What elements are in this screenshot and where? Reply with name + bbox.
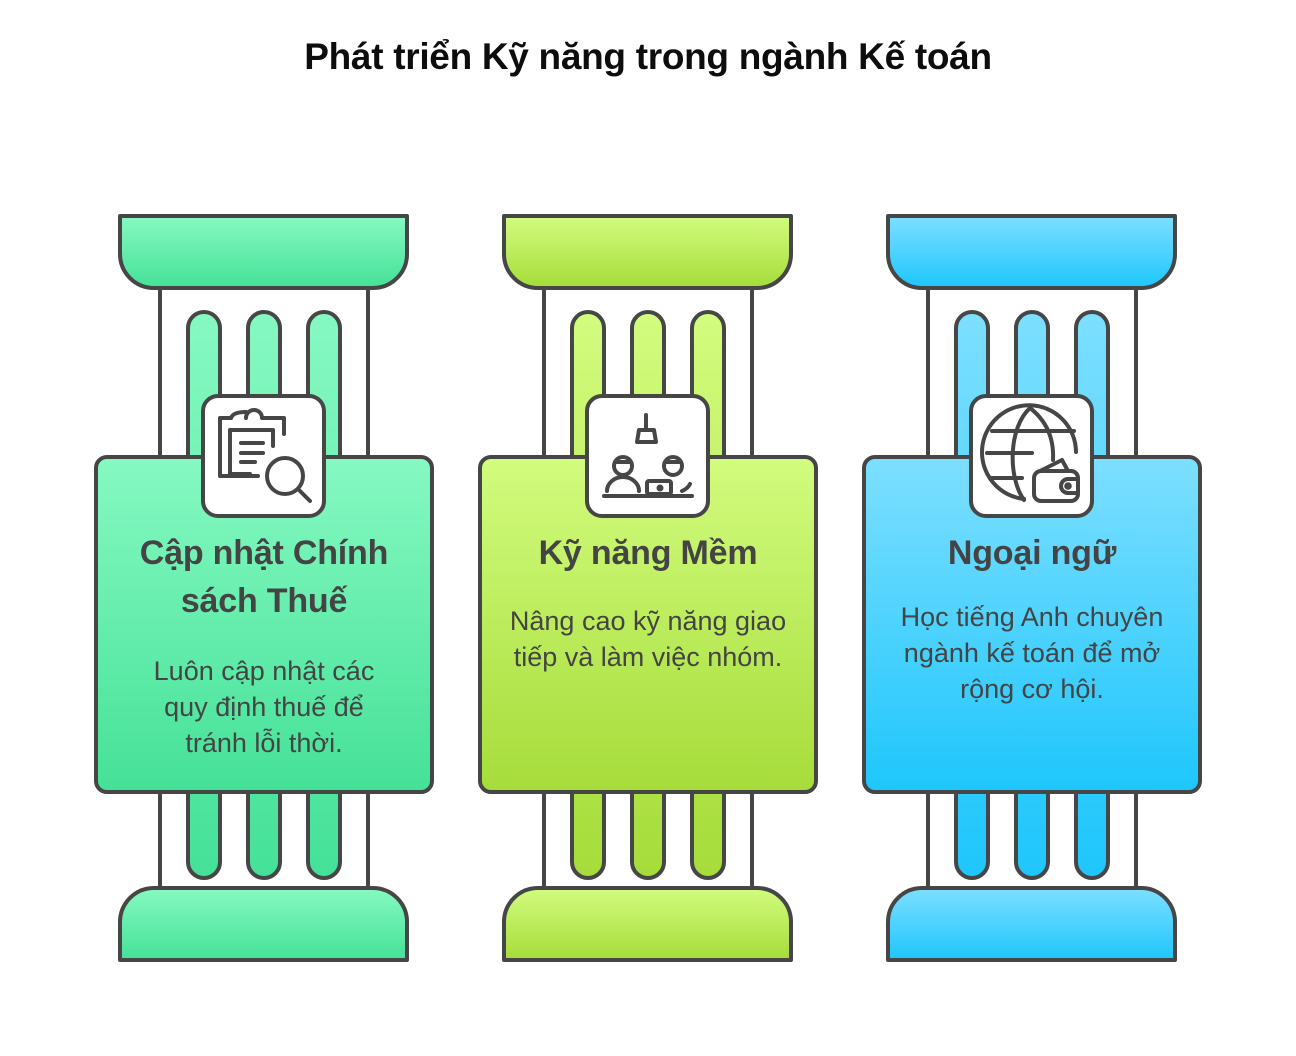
team-meeting-icon: [602, 413, 694, 498]
pillar-card-tax-policy: Cập nhật Chính sách Thuế Luôn cập nhật c…: [114, 529, 414, 761]
pillar-description: Nâng cao kỹ năng giao tiếp và làm việc n…: [509, 606, 787, 672]
page-title: Phát triển Kỹ năng trong ngành Kế toán: [304, 36, 992, 77]
clipboard-search-icon: [218, 408, 312, 503]
pillar-card-soft-skills: Kỹ năng Mềm Nâng cao kỹ năng giao tiếp v…: [498, 529, 798, 675]
pillar-card-foreign-language: Ngoại ngữ Học tiếng Anh chuyên ngành kế …: [882, 529, 1182, 707]
globe-wallet-icon: [980, 403, 1080, 503]
pillar-description: Luôn cập nhật các quy định thuế để tránh…: [153, 656, 375, 758]
pillar-description: Học tiếng Anh chuyên ngành kế toán để mở…: [900, 602, 1164, 704]
pillar-title: Ngoại ngữ: [947, 534, 1117, 572]
pillar-title: Kỹ năng Mềm: [538, 534, 758, 572]
pillar-title: Cập nhật Chính sách Thuế: [139, 534, 389, 620]
